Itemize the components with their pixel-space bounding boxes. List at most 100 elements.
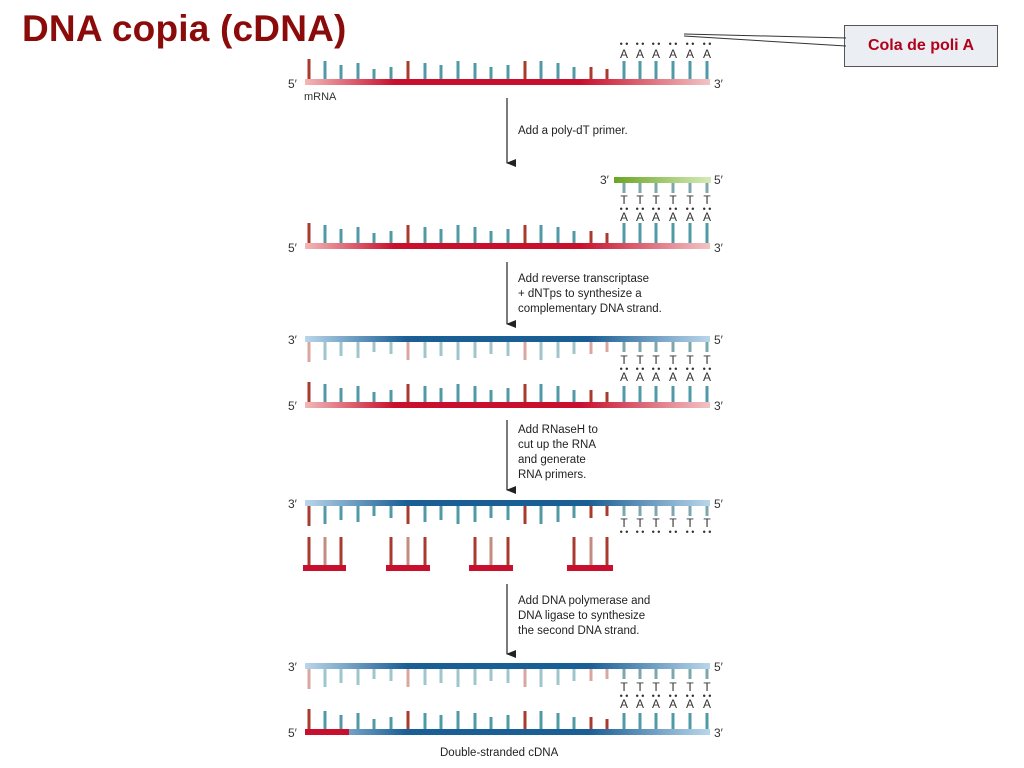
base-a: A xyxy=(669,47,677,61)
base-t: T xyxy=(686,680,694,694)
base xyxy=(589,67,593,79)
base xyxy=(705,669,709,679)
base-pair-dots: • • xyxy=(703,364,712,374)
base xyxy=(389,537,393,565)
base-a: A xyxy=(669,210,677,224)
base xyxy=(523,225,527,243)
base-t: T xyxy=(686,516,694,530)
base xyxy=(638,61,642,79)
base xyxy=(356,227,360,243)
base xyxy=(705,183,709,193)
double-stranded-label: Double-stranded cDNA xyxy=(440,747,559,759)
base-a: A xyxy=(620,210,628,224)
base xyxy=(556,386,560,402)
base xyxy=(506,388,510,402)
base xyxy=(456,669,460,687)
base xyxy=(506,669,510,683)
base-pair-dots: • • xyxy=(620,364,629,374)
base xyxy=(406,61,410,79)
base xyxy=(671,342,675,352)
mrna-3-end-label: 3′ xyxy=(714,399,724,413)
base xyxy=(423,386,427,402)
base xyxy=(323,711,327,729)
base xyxy=(406,342,410,360)
base xyxy=(638,713,642,729)
base xyxy=(589,231,593,243)
base xyxy=(372,506,376,516)
base-t: T xyxy=(636,516,644,530)
base-pair-dots: • • xyxy=(669,39,678,49)
base xyxy=(323,225,327,243)
base-t: T xyxy=(652,516,660,530)
base-t: T xyxy=(669,516,677,530)
base-pair-dots: • • xyxy=(636,204,645,214)
base xyxy=(705,713,709,729)
base xyxy=(572,537,576,565)
base xyxy=(589,669,593,681)
base xyxy=(323,669,327,687)
step-3-text: Add RNaseH to cut up the RNA and generat… xyxy=(518,424,601,481)
base xyxy=(456,711,460,729)
base xyxy=(473,669,477,685)
base xyxy=(654,342,658,352)
base xyxy=(605,506,609,516)
base xyxy=(489,231,493,243)
second-strand-bases xyxy=(307,709,609,729)
base xyxy=(638,386,642,402)
base xyxy=(406,669,410,687)
base xyxy=(671,506,675,516)
base-t: T xyxy=(686,353,694,367)
base-pair-dots: • • xyxy=(620,691,629,701)
base xyxy=(622,223,626,243)
cdna-5-end-label: 5′ xyxy=(714,333,724,347)
base-t: T xyxy=(620,353,628,367)
base xyxy=(705,386,709,402)
rna-primer xyxy=(303,565,346,571)
base xyxy=(572,506,576,518)
base-a: A xyxy=(652,47,660,61)
base-t: T xyxy=(669,193,677,207)
base-pair-dots: • • xyxy=(686,204,695,214)
base-a: A xyxy=(703,697,711,711)
step-4: Add DNA polymerase and DNA ligase to syn… xyxy=(506,584,650,658)
base xyxy=(339,65,343,79)
base xyxy=(489,67,493,79)
base-t: T xyxy=(703,193,711,207)
base-pair-dots: • • xyxy=(686,527,695,537)
base xyxy=(539,711,543,729)
base-a: A xyxy=(636,697,644,711)
base xyxy=(622,669,626,679)
base xyxy=(539,384,543,402)
base-pair-dots: • • xyxy=(703,39,712,49)
mrna-5-end-label: 5′ xyxy=(288,77,298,91)
base-t: T xyxy=(652,193,660,207)
base-pair-dots: • • xyxy=(636,691,645,701)
base xyxy=(671,183,675,193)
base-pair-dots: • • xyxy=(652,691,661,701)
base xyxy=(605,719,609,729)
base xyxy=(323,506,327,524)
base-a: A xyxy=(620,47,628,61)
base xyxy=(572,669,576,681)
base xyxy=(439,65,443,79)
base-a: A xyxy=(703,210,711,224)
base xyxy=(406,537,410,565)
base xyxy=(456,61,460,79)
base xyxy=(489,390,493,402)
base xyxy=(688,342,692,352)
base xyxy=(688,506,692,516)
base xyxy=(372,719,376,729)
base xyxy=(539,225,543,243)
base xyxy=(356,713,360,729)
mrna-label: mRNA xyxy=(304,91,337,103)
base xyxy=(589,390,593,402)
base xyxy=(671,713,675,729)
base xyxy=(506,537,510,565)
base xyxy=(589,506,593,518)
base xyxy=(638,506,642,516)
